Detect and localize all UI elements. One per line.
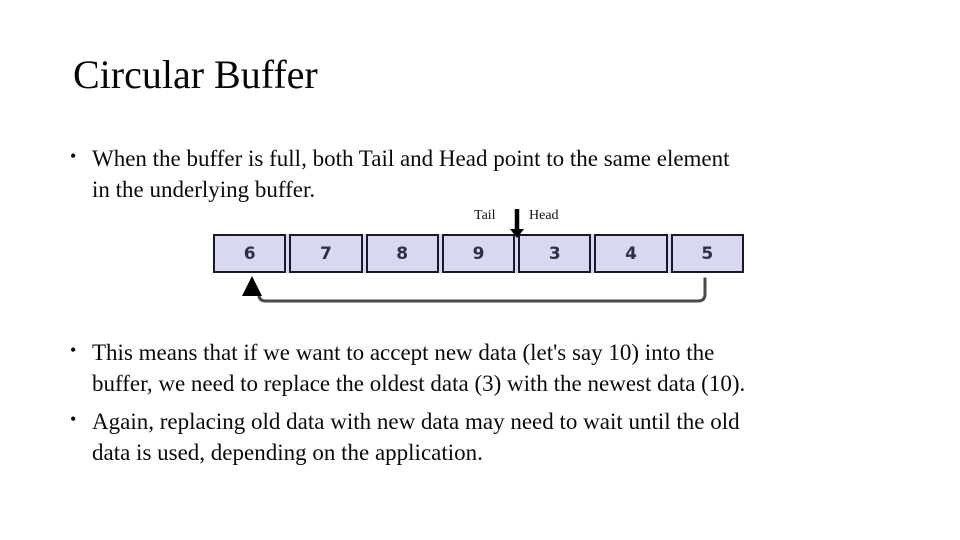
bullet-item: • This means that if we want to accept n… [70,337,890,399]
bullet-item: • Again, replacing old data with new dat… [70,406,890,468]
bullet-item: • When the buffer is full, both Tail and… [70,143,890,205]
bullet-dot: • [70,340,77,360]
buffer-cell: 5 [670,234,744,273]
buffer-cell: 4 [594,234,668,273]
bullet-text: This means that if we want to accept new… [92,340,746,396]
buffer-cells-row: 6 7 8 9 3 4 5 [213,234,744,273]
buffer-cell: 9 [441,234,516,273]
page-title: Circular Buffer [73,52,318,97]
buffer-cell: 7 [289,234,363,273]
bullet-dot: • [70,409,77,429]
bullet-text: Again, replacing old data with new data … [92,409,740,465]
buffer-cell: 3 [518,234,592,273]
buffer-cell: 8 [365,234,439,273]
bullet-text: When the buffer is full, both Tail and H… [92,146,730,202]
bullet-dot: • [70,146,77,166]
head-label: Head [529,208,559,223]
circular-buffer-diagram: Tail Head 6 7 8 9 3 4 5 [212,205,757,310]
tail-label: Tail [474,208,496,223]
wraparound-arrow-icon [242,276,707,303]
buffer-cell: 6 [213,234,287,273]
